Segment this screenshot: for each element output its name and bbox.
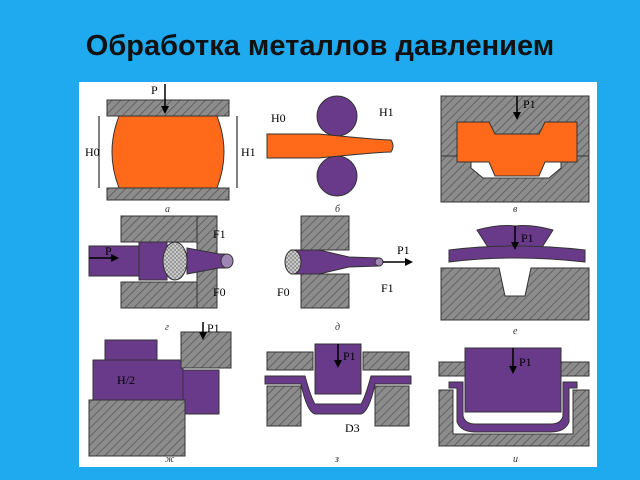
container-bottom — [120, 281, 198, 309]
force-label: P1 — [523, 97, 536, 111]
caption-a: а — [165, 204, 170, 215]
cut-off-part — [182, 369, 220, 415]
lower-roll — [316, 155, 358, 197]
orange-workpiece — [111, 115, 225, 189]
ram — [88, 245, 140, 277]
panel-v-die-forging: P1 в — [440, 95, 590, 215]
panel-i-stamping: P1 и — [438, 347, 590, 465]
page-title: Обработка металлов давлением — [85, 30, 555, 62]
force-label: P — [151, 83, 158, 97]
panel-zh-shearing: P1 H/2 ж — [88, 321, 232, 465]
rolled-strip — [266, 133, 394, 159]
caption-z: з — [334, 454, 339, 465]
force-label: P1 — [521, 231, 534, 245]
d3-label: D3 — [345, 421, 360, 435]
bending-die — [440, 267, 590, 321]
force-label: P1 — [343, 349, 356, 363]
upper-knife — [180, 331, 232, 369]
panel-a-upsetting: P H0 H1 а — [85, 83, 256, 215]
holder — [104, 339, 158, 361]
f0-label: F0 — [277, 285, 290, 299]
lower-die — [106, 187, 230, 201]
force-label: P1 — [397, 243, 410, 257]
force-label: P1 — [519, 355, 532, 369]
h1-label: H1 — [379, 105, 394, 119]
upper-roll — [316, 95, 358, 137]
h0-label: H0 — [85, 145, 100, 159]
force-label: P1 — [207, 321, 220, 335]
f1-label: F1 — [213, 227, 226, 241]
drawn-wire — [290, 249, 380, 275]
die-bottom — [300, 273, 350, 309]
stamping-die — [438, 389, 590, 447]
half-height-label: H/2 — [117, 373, 135, 387]
extruded-rod — [186, 247, 226, 275]
panel-e-bending: P1 е — [440, 225, 590, 337]
bent-sheet — [448, 245, 586, 263]
caption-d: д — [335, 322, 340, 333]
h1-label: H1 — [241, 145, 256, 159]
diagram-panel: P H0 H1 а H0 H1 б P1 в P F1 — [79, 82, 597, 467]
panel-z-deep-drawing: P1 D3 з — [264, 343, 412, 465]
panel-g-extrusion: P F1 F0 г — [88, 215, 234, 333]
caption-g: г — [165, 322, 169, 333]
force-arrow — [161, 106, 169, 114]
die-left — [266, 385, 302, 427]
sheared-bar — [92, 359, 184, 401]
panel-b-rolling: H0 H1 б — [266, 95, 394, 215]
container-top — [120, 215, 198, 243]
lower-die — [440, 155, 590, 203]
panel-d-drawing: P1 F0 F1 д — [277, 215, 413, 333]
f1-label: F1 — [381, 281, 394, 295]
caption-v: в — [513, 204, 518, 215]
stamped-blank — [448, 381, 578, 433]
f0-label: F0 — [213, 285, 226, 299]
h0-label: H0 — [271, 111, 286, 125]
caption-e: е — [513, 326, 518, 337]
force-label: P — [105, 244, 112, 258]
metal-forming-diagrams: P H0 H1 а H0 H1 б P1 в P F1 — [85, 83, 590, 465]
orange-forging — [456, 121, 578, 177]
lower-knife — [88, 399, 186, 457]
caption-i: и — [513, 454, 518, 465]
caption-zh: ж — [165, 454, 175, 465]
caption-b: б — [335, 204, 341, 215]
die-top — [300, 215, 350, 251]
die-right — [374, 385, 410, 427]
